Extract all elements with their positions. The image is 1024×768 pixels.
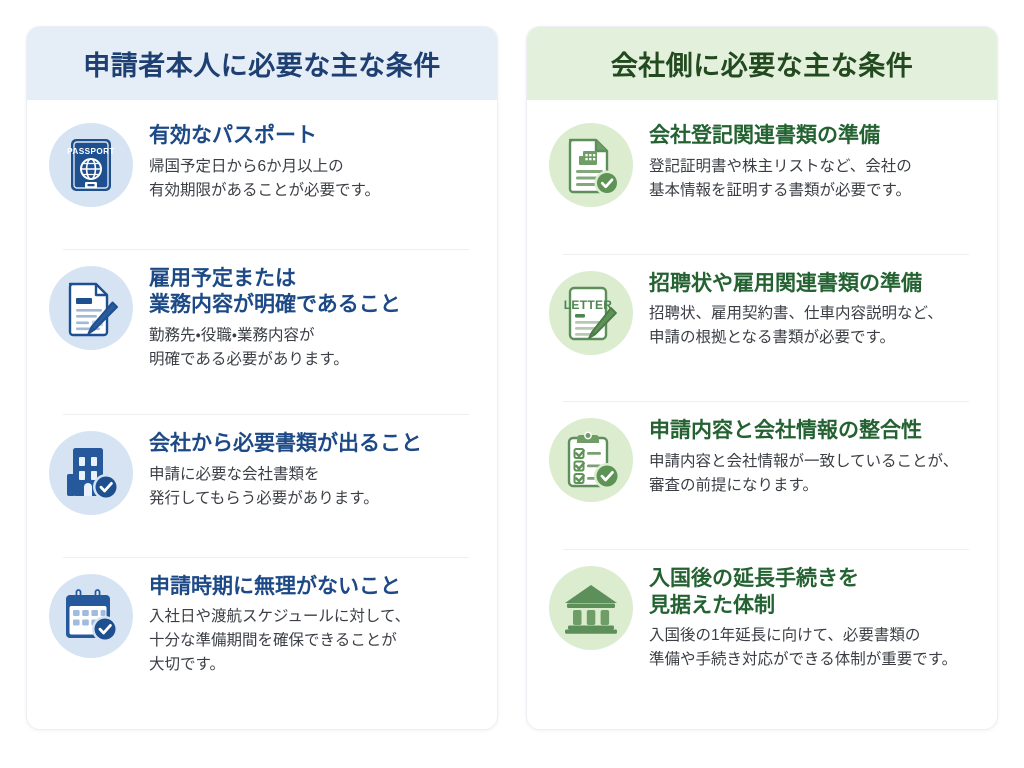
bank-icon: [549, 565, 633, 650]
list-item-description: 勤務先・役職・業務内容が 明確である必要があります。: [149, 327, 349, 369]
company-conditions-card: 会社側に必要な主な条件: [526, 26, 998, 730]
list-item-title: 会社から必要書類が出ること: [149, 431, 422, 455]
building-check-icon: [49, 430, 133, 515]
list-item-description: 招聘状、雇用契約書、仕車内容説明など、 申請の根拠となる書類が必要です。: [649, 305, 943, 347]
list-item: 雇用予定または 業務内容が明確であること 勤務先・役職・業務内容が 明確である必…: [49, 248, 475, 414]
list-item-title: 入国後の延長手続きを 見据えた体制: [649, 566, 859, 617]
list-item: LETTER 招聘状や雇用関連書類の準備 招聘状、雇用契約書、仕車内容説明など、: [549, 253, 975, 402]
list-item-text: 雇用予定または 業務内容が明確であること 勤務先・役職・業務内容が 明確である必…: [149, 264, 401, 373]
list-item-title: 招聘状や雇用関連書類の準備: [649, 271, 922, 295]
company-items-list: 会社登記関連書類の準備 登記証明書や株主リストなど、会社の 基本情報を証明する書…: [527, 100, 997, 729]
list-item: 入国後の延長手続きを 見据えた体制 入国後の1年延長に向けて、必要書類の 準備や…: [549, 548, 975, 719]
list-item-title: 会社登記関連書類の準備: [649, 124, 880, 147]
company-panel-header: 会社側に必要な主な条件: [527, 27, 997, 100]
list-item-text: 有効なパスポート 帰国予定日から6か月以上の 有効期限があることが必要です。: [149, 121, 380, 203]
list-item-description: 申請内容と会社情報が一致していることが、 審査の前提になります。: [649, 453, 959, 495]
list-item-description: 申請に必要な会社書類を 発行してもらう必要があります。: [149, 465, 379, 507]
clipboard-check-icon: [549, 418, 633, 503]
list-item: 申請内容と会社情報の整合性 申請内容と会社情報が一致していることが、 審査の前提…: [549, 401, 975, 549]
document-pen-icon: [49, 265, 133, 350]
list-item-title: 有効なパスポート: [149, 124, 317, 147]
applicant-conditions-card: 申請者本人に必要な主な条件 PASSPORT: [26, 26, 498, 730]
list-item: 会社から必要書類が出ること 申請に必要な会社書類を 発行してもらう必要があります…: [49, 413, 475, 557]
list-item-title: 雇用予定または 業務内容が明確であること: [149, 266, 401, 317]
list-item: PASSPORT 有効なパスポート 帰国予定日から6か月以上の 有効期限があるこ…: [49, 106, 475, 249]
svg-text:PASSPORT: PASSPORT: [67, 147, 115, 156]
document-building-check-icon: [549, 123, 633, 207]
list-item-description: 入社日や渡航スケジュールに対して、 十分な準備期間を確保できることが 大切です。: [149, 608, 411, 674]
list-item-text: 招聘状や雇用関連書類の準備 招聘状、雇用契約書、仕車内容説明など、 申請の根拠と…: [649, 269, 943, 351]
list-item-text: 入国後の延長手続きを 見据えた体制 入国後の1年延長に向けて、必要書類の 準備や…: [649, 564, 957, 673]
list-item-text: 会社から必要書類が出ること 申請に必要な会社書類を 発行してもらう必要があります…: [149, 429, 422, 511]
letter-pen-icon: LETTER: [549, 270, 633, 355]
passport-icon: PASSPORT: [49, 123, 133, 207]
applicant-panel-header: 申請者本人に必要な主な条件: [27, 27, 497, 100]
list-item-text: 申請時期に無理がないこと 入社日や渡航スケジュールに対して、 十分な準備期間を確…: [149, 572, 410, 678]
list-item-text: 会社登記関連書類の準備 登記証明書や株主リストなど、会社の 基本情報を証明する書…: [649, 121, 912, 203]
svg-text:LETTER: LETTER: [564, 298, 612, 312]
list-item: 会社登記関連書類の準備 登記証明書や株主リストなど、会社の 基本情報を証明する書…: [549, 106, 975, 254]
list-item-description: 帰国予定日から6か月以上の 有効期限があることが必要です。: [149, 157, 380, 199]
calendar-check-icon: [49, 573, 133, 658]
list-item-description: 登記証明書や株主リストなど、会社の 基本情報を証明する書類が必要です。: [649, 157, 912, 199]
list-item-title: 申請時期に無理がないこと: [149, 574, 401, 598]
list-item-text: 申請内容と会社情報の整合性 申請内容と会社情報が一致していることが、 審査の前提…: [649, 416, 958, 498]
list-item-title: 申請内容と会社情報の整合性: [649, 419, 922, 443]
applicant-items-list: PASSPORT 有効なパスポート 帰国予定日から6か月以上の 有効期限があるこ…: [27, 100, 497, 729]
list-item: 申請時期に無理がないこと 入社日や渡航スケジュールに対して、 十分な準備期間を確…: [49, 556, 475, 720]
list-item-description: 入国後の1年延長に向けて、必要書類の 準備や手続き対応ができる体制が重要です。: [649, 627, 958, 669]
